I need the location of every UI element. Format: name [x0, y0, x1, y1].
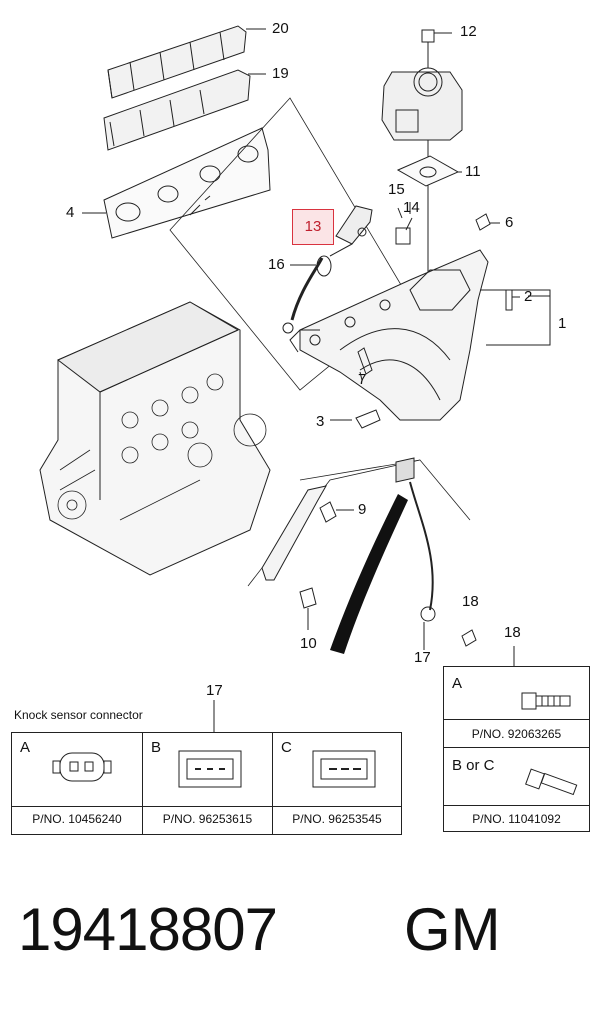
callout-9: 9	[358, 501, 367, 518]
connector-part-number: P/NO. 10456240	[32, 812, 122, 826]
callout-14: 14	[403, 199, 420, 216]
exploded-parts-diagram	[39, 25, 551, 666]
callout-4: 4	[66, 204, 75, 221]
part-number-heading: 19418807	[18, 896, 278, 963]
connector-c-icon	[312, 750, 376, 788]
throttle-body-part	[381, 29, 463, 300]
engine-block-part	[39, 301, 271, 576]
bolt-b-icon	[525, 768, 578, 796]
callout-2: 2	[524, 288, 533, 305]
intake-gasket-part	[103, 127, 271, 239]
connector-letter: A	[20, 739, 31, 756]
callout-18-diagram: 18	[462, 593, 479, 610]
bolt-part-number: P/NO. 11041092	[472, 812, 561, 826]
callout-1: 1	[558, 315, 567, 332]
valve-cover-part	[103, 25, 251, 151]
callout-15: 15	[388, 181, 405, 198]
bolt-table: A P/NO. 92063265 B or C P/NO. 11041092	[443, 666, 590, 832]
bolt-letter: B or C	[452, 757, 495, 774]
table-divider	[12, 806, 401, 807]
brand-heading: GM	[404, 896, 501, 963]
callout-20: 20	[272, 20, 289, 37]
knock-sensor-table: A P/NO. 10456240 B P/NO. 96253615 C	[11, 732, 402, 835]
knock-sensor-part	[395, 457, 436, 622]
callout-13: 13	[304, 218, 322, 235]
callout-12: 12	[460, 23, 477, 40]
intake-manifold-part	[289, 249, 489, 421]
callout-10: 10	[300, 635, 317, 652]
callout-17-table: 17	[206, 682, 223, 699]
callout-11: 11	[465, 163, 481, 180]
table-divider	[444, 719, 589, 720]
connector-b-icon	[178, 750, 242, 788]
callout-6: 6	[505, 214, 514, 231]
connector-letter: B	[151, 739, 162, 756]
callout-16: 16	[268, 256, 285, 273]
pointer-arrow	[330, 494, 408, 654]
throttle-gasket-part	[396, 155, 460, 187]
connector-letter: C	[281, 739, 292, 756]
connector-a-icon	[52, 752, 112, 782]
callout-18-table: 18	[504, 624, 521, 641]
knock-sensor-title: Knock sensor connector	[14, 708, 143, 722]
connector-cell-c: C P/NO. 96253545	[273, 733, 401, 834]
callout-7: 7	[358, 371, 367, 388]
callout-3: 3	[316, 413, 325, 430]
bolt-letter: A	[452, 675, 463, 692]
connector-cell-b: B P/NO. 96253615	[143, 733, 273, 834]
connector-cell-a: A P/NO. 10456240	[12, 733, 143, 834]
table-leaders	[213, 700, 215, 732]
connector-part-number: P/NO. 96253615	[162, 812, 253, 826]
table-divider	[444, 805, 589, 806]
map-sensor-part	[282, 205, 373, 334]
highlighted-part-13[interactable]: 13	[292, 209, 334, 245]
callout-17-diagram: 17	[414, 649, 431, 666]
bolt-a-icon	[521, 692, 571, 710]
connector-part-number: P/NO. 96253545	[292, 812, 382, 826]
bolt-part-number: P/NO. 92063265	[471, 727, 562, 741]
table-divider	[444, 747, 589, 748]
callout-19: 19	[272, 65, 289, 82]
